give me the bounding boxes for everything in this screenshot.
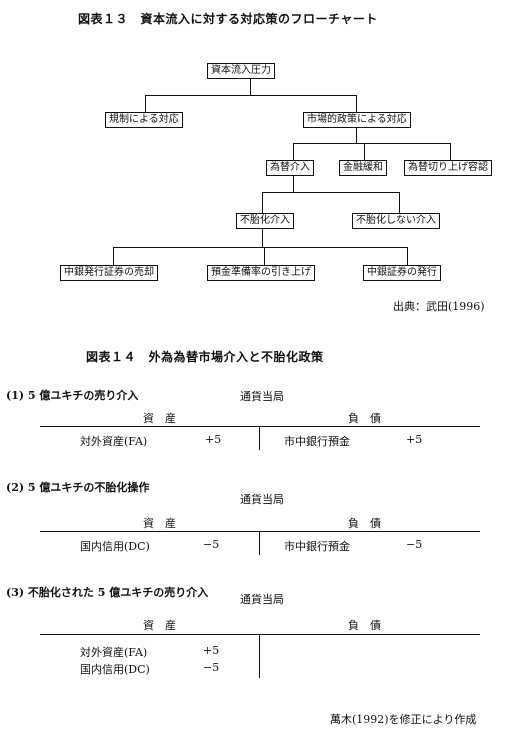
node-l3-b: 不胎化しない介入 — [352, 213, 440, 229]
asset-row-value: −5 — [203, 538, 220, 551]
assets-header: 資 産 — [143, 412, 176, 425]
liability-row-value: +5 — [406, 433, 423, 446]
connector — [262, 192, 263, 213]
asset-row-label: 対外資産(FA) — [80, 435, 148, 448]
authority-label: 通貨当局 — [240, 390, 284, 403]
figure14-title: 図表１４ 外為為替市場介入と不胎化政策 — [86, 350, 324, 364]
node-l3-a: 不胎化介入 — [236, 213, 294, 229]
connector — [113, 247, 114, 265]
liability-row-value: −5 — [406, 538, 423, 551]
node-l1-right: 市場的政策による対応 — [303, 112, 411, 128]
figure14-source: 萬木(1992)を修正により作成 — [330, 713, 477, 726]
liabilities-header: 負 債 — [348, 619, 381, 632]
assets-header: 資 産 — [143, 517, 176, 530]
t-account-divider — [259, 426, 260, 450]
node-l1-left: 規制による対応 — [105, 112, 183, 128]
section-heading: (2) 5 億ユキチの不胎化操作 — [6, 481, 150, 494]
asset-row-label: 国内信用(DC) — [80, 540, 150, 553]
connector — [113, 247, 407, 248]
liabilities-header: 負 債 — [348, 412, 381, 425]
asset-row-value: +5 — [205, 433, 222, 446]
t-account-rule — [40, 426, 480, 427]
section-heading: (3) 不胎化された 5 億ユキチの売り介入 — [6, 586, 209, 599]
connector — [356, 95, 357, 112]
liability-row-label: 市中銀行預金 — [284, 435, 350, 448]
authority-label: 通貨当局 — [240, 493, 284, 506]
connector — [356, 126, 357, 143]
node-l4-a: 中銀発行証券の売却 — [60, 265, 158, 281]
liability-row-label: 市中銀行預金 — [284, 540, 350, 553]
t-account-rule — [40, 634, 480, 635]
t-account-divider — [259, 531, 260, 555]
asset-row-label: 対外資産(FA) — [80, 646, 148, 659]
connector — [293, 143, 294, 160]
node-l2-b: 金融緩和 — [339, 160, 387, 176]
connector — [264, 247, 265, 265]
connector — [450, 143, 451, 160]
connector — [262, 192, 399, 193]
t-account-rule — [40, 531, 480, 532]
authority-label: 通貨当局 — [240, 593, 284, 606]
asset-row-label: 国内信用(DC) — [80, 663, 150, 676]
connector — [364, 143, 365, 160]
connector — [293, 143, 450, 144]
node-l2-a: 為替介入 — [266, 160, 314, 176]
assets-header: 資 産 — [143, 619, 176, 632]
t-account-divider — [259, 634, 260, 678]
node-l2-c: 為替切り上げ容認 — [404, 160, 492, 176]
node-l4-c: 中銀証券の発行 — [363, 265, 441, 281]
connector — [293, 174, 294, 192]
asset-row-value: +5 — [203, 644, 220, 657]
connector — [399, 192, 400, 213]
section-heading: (1) 5 億ユキチの売り介入 — [6, 389, 139, 402]
connector — [145, 95, 356, 96]
node-l4-b: 預金準備率の引き上げ — [207, 265, 315, 281]
connector — [407, 247, 408, 265]
connector — [250, 77, 251, 95]
figure13-source: 出典：武田(1996) — [393, 300, 485, 313]
asset-row-value: −5 — [203, 661, 220, 674]
node-root: 資本流入圧力 — [207, 63, 275, 79]
liabilities-header: 負 債 — [348, 517, 381, 530]
connector — [262, 227, 263, 247]
figure13-title: 図表１３ 資本流入に対する対応策のフローチャート — [78, 12, 378, 26]
connector — [145, 95, 146, 112]
